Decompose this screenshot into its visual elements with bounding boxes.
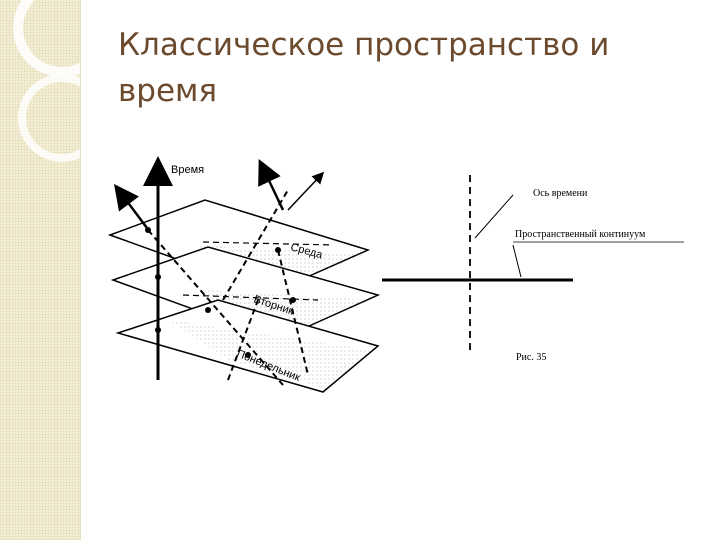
figure-space-time: Время Среда Вторник Понедельник Ось врем… (108, 150, 698, 410)
continuum-pointer (513, 245, 521, 277)
decorative-side-band (0, 0, 81, 540)
slide-title: Классическое пространство и время (118, 22, 638, 114)
worldline-arrow-middle (263, 168, 283, 210)
figure-caption: Рис. 35 (516, 352, 546, 363)
left-figure: Время Среда Вторник Понедельник (110, 164, 378, 392)
decorative-circles (0, 0, 80, 540)
time-label: Время (171, 164, 204, 176)
title-line-2: время (118, 68, 638, 114)
worldline-arrow-right (288, 175, 321, 210)
time-axis-pointer (475, 195, 513, 238)
time-axis-label: Ось времени (533, 188, 588, 199)
right-figure: Ось времени Пространственный континуум Р… (382, 172, 684, 363)
continuum-label: Пространственный континуум (515, 229, 646, 240)
title-line-1: Классическое пространство и (118, 22, 638, 68)
